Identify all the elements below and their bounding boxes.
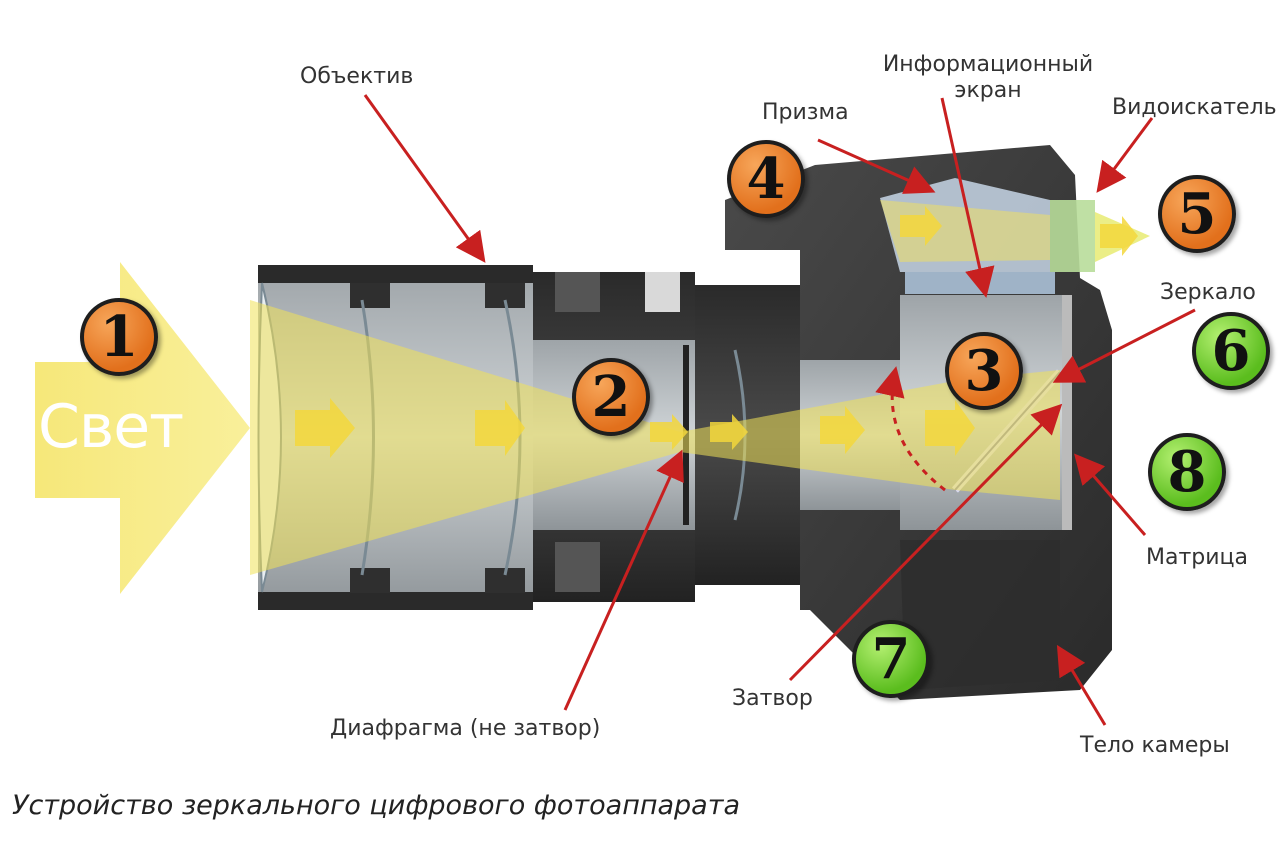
badge-5: 5 — [1158, 175, 1236, 253]
sensor — [1062, 295, 1072, 530]
label-viewfinder: Видоискатель — [1112, 95, 1277, 120]
camera-diagram: Свет Объектив Информационный экран Призм… — [35, 52, 1277, 758]
light-label: Свет — [38, 392, 184, 462]
badge-8: 8 — [1148, 433, 1226, 511]
figure-caption: Устройство зеркального цифрового фотоапп… — [12, 790, 740, 821]
label-body: Тело камеры — [1080, 733, 1230, 758]
badge-1: 1 — [80, 298, 158, 376]
label-lens: Объектив — [300, 64, 414, 89]
label-aperture: Диафрагма (не затвор) — [330, 716, 601, 741]
viewfinder-window — [1050, 200, 1095, 272]
label-info-screen-line1: Информационный — [882, 52, 1094, 77]
label-info-screen: Информационный экран — [868, 52, 1108, 105]
badge-4: 4 — [727, 140, 805, 218]
badge-2: 2 — [572, 358, 650, 436]
label-mirror: Зеркало — [1160, 280, 1256, 305]
label-prism: Призма — [762, 100, 849, 125]
badge-6: 6 — [1192, 312, 1270, 390]
grip — [900, 540, 1060, 690]
light-arrow — [35, 262, 250, 594]
badge-7: 7 — [852, 620, 930, 698]
badge-3: 3 — [945, 332, 1023, 410]
label-info-screen-line2: экран — [954, 78, 1022, 104]
label-sensor: Матрица — [1146, 545, 1248, 570]
label-shutter: Затвор — [732, 686, 813, 711]
